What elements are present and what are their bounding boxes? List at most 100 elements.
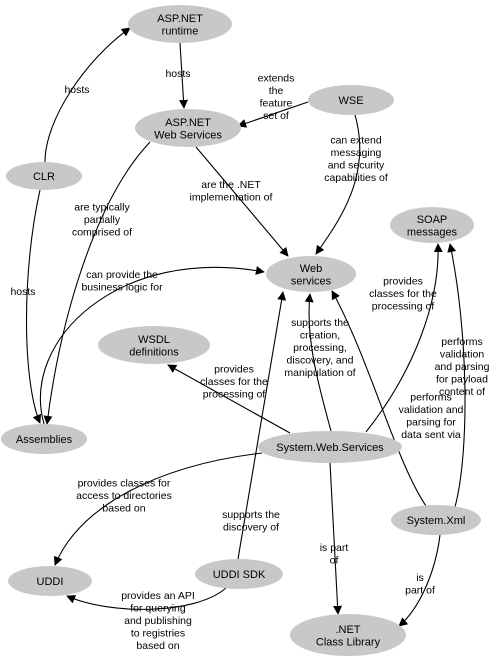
edge-label-line: messaging xyxy=(331,147,382,159)
node-label-line: definitions xyxy=(129,346,179,358)
edge-label-line: hosts xyxy=(165,68,190,80)
node-label: WSE xyxy=(338,95,363,107)
edge-uddi_sdk-to-web_services xyxy=(237,291,287,560)
node-label-line: Web xyxy=(300,263,322,275)
node-ellipse xyxy=(195,559,283,589)
edge-label-line: discovery, and xyxy=(287,355,354,367)
edge-label-line: capabilities of xyxy=(324,172,388,184)
edge-label-line: can provide the xyxy=(86,269,158,281)
edge-label-line: access to directories xyxy=(76,490,172,502)
node-ellipse xyxy=(390,207,474,243)
node-label-line: Class Library xyxy=(316,636,381,648)
node-label-line: WSDL xyxy=(138,334,170,346)
node-label-line: Assemblies xyxy=(16,434,73,446)
node-uddi: UDDI xyxy=(8,566,92,596)
node-uddi-sdk: UDDI SDK xyxy=(195,559,283,589)
node-clr: CLR xyxy=(6,162,82,190)
edge-label-line: business logic for xyxy=(81,281,163,293)
edge-label-line: extends xyxy=(258,72,295,84)
edge-label-line: provides classes for xyxy=(78,478,171,490)
edge-label-line: are the .NET xyxy=(201,179,261,191)
edge-label-line: discovery of xyxy=(223,521,279,533)
edge-label-line: validation and xyxy=(399,404,464,416)
edge-label-line: comprised of xyxy=(72,227,132,239)
edge-label-line: of xyxy=(330,554,339,566)
node-label-line: services xyxy=(291,275,332,287)
node-label: UDDI xyxy=(37,576,64,588)
edge-label-line: processing, xyxy=(293,342,347,354)
edge-label-line: performs xyxy=(441,336,482,348)
edge-label-text: hosts xyxy=(165,68,190,80)
edge-label-line: implementation of xyxy=(190,191,273,203)
edge-label-line: supports the xyxy=(222,509,280,521)
node-label-line: SOAP xyxy=(417,214,448,226)
edge-label-line: data sent via xyxy=(401,429,461,441)
node-label-line: messages xyxy=(407,226,458,238)
node-label-line: Web Services xyxy=(154,129,222,141)
node-label-line: System.Web.Services xyxy=(276,442,384,454)
edge-label-line: processing of xyxy=(203,389,266,401)
node-label-line: ASP.NET xyxy=(165,117,211,129)
edge-wse-to-aspnet_ws xyxy=(237,101,309,128)
edge-label-line: parsing for xyxy=(406,416,456,428)
edge-clr-to-assemblies xyxy=(25,189,42,424)
edge-clr-to-aspnet_runtime xyxy=(44,27,131,163)
edges-layer xyxy=(25,27,466,627)
edge-system_xml-to-web_services xyxy=(331,290,427,507)
edge-label-line: creation, xyxy=(300,330,340,342)
node-ellipse xyxy=(391,505,481,535)
edge-label-line: part of xyxy=(405,584,435,596)
node-ellipse xyxy=(98,326,210,364)
edge-aspnet_runtime-to-aspnet_ws xyxy=(179,42,188,109)
edge-label-line: based on xyxy=(136,640,179,652)
edge-label-line: and security xyxy=(328,159,385,171)
node-ellipse xyxy=(6,162,82,190)
edge-label-line: classes for the xyxy=(369,288,437,300)
node-label-line: System.Xml xyxy=(407,515,466,527)
edge-label-text: hosts xyxy=(64,84,89,96)
edge-label-line: can extend xyxy=(330,134,382,146)
node-label: UDDI SDK xyxy=(213,569,266,581)
edge-label-text: hosts xyxy=(10,286,35,298)
edge-label-line: and parsing xyxy=(435,361,490,373)
node-ellipse xyxy=(308,85,394,115)
edge-label-clr-to-aspnet_runtime: hosts xyxy=(64,84,89,96)
edge-label-line: based on xyxy=(102,503,145,515)
node-system-web-services: System.Web.Services xyxy=(258,431,402,463)
edge-label-line: hosts xyxy=(64,84,89,96)
edge-label-line: hosts xyxy=(10,286,35,298)
node-label-line: runtime xyxy=(162,25,199,37)
edge-label-line: set of xyxy=(263,110,289,122)
node-label-line: WSE xyxy=(338,95,363,107)
edge-label-line: processing of xyxy=(372,301,435,313)
node-label-line: ASP.NET xyxy=(157,13,203,25)
edge-label-line: provides xyxy=(214,364,254,376)
edge-label-aspnet_runtime-to-aspnet_ws: hosts xyxy=(165,68,190,80)
